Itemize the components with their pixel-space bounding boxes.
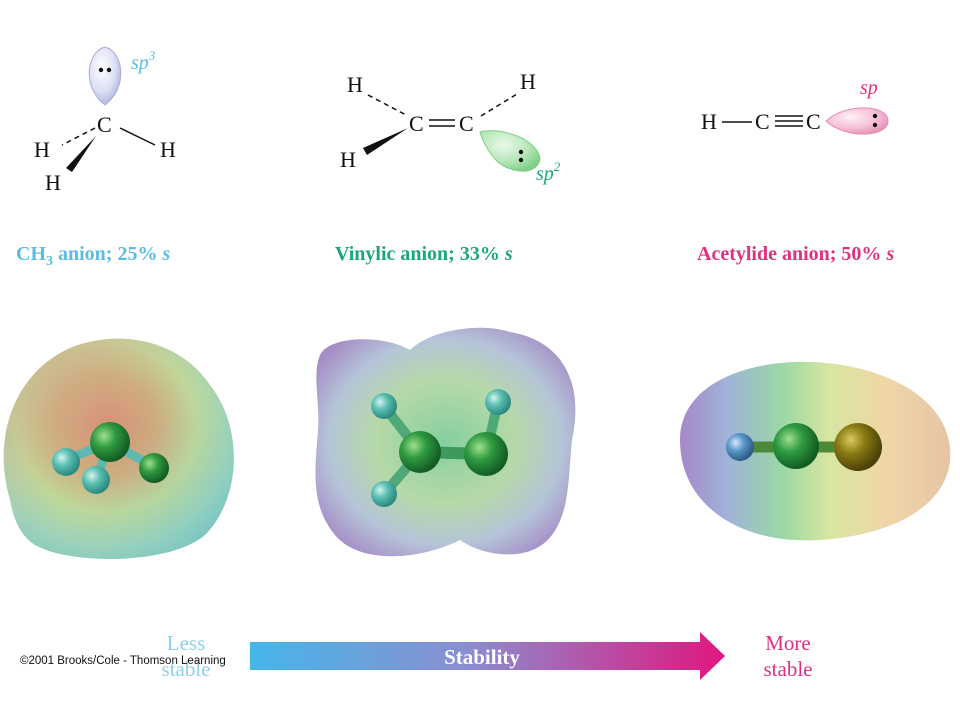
- vinyl-orbital-label: sp2: [536, 159, 561, 185]
- vinyl-carbon-1: C: [409, 111, 424, 136]
- sp2-orbital-lobe: [479, 130, 541, 172]
- methyl-orbital-label: sp3: [131, 48, 156, 74]
- vinyl-hydrogen-top-right: H: [520, 69, 536, 94]
- vinyl-carbon-2: C: [459, 111, 474, 136]
- methyl-hydrogen-front: H: [45, 170, 61, 195]
- stability-arrow: Stability: [250, 632, 725, 680]
- acetylide-carbon-1: C: [755, 109, 770, 134]
- sp-orbital-lobe: [825, 107, 889, 135]
- methyl-anion-structure: sp3 C H H H: [34, 46, 176, 195]
- acetylide-caption: Acetylide anion; 50% s: [697, 243, 894, 265]
- vinylic-caption: Vinylic anion; 33% s: [335, 243, 513, 265]
- vinylic-anion-structure: H H H C C sp2: [340, 69, 561, 185]
- methyl-potential-map: [3, 338, 234, 559]
- acetylide-anion-structure: sp H C C: [701, 77, 889, 135]
- copyright-notice: ©2001 Brooks/Cole - Thomson Learning: [20, 655, 226, 667]
- sp3-orbital-lobe: [88, 46, 122, 106]
- acetylide-potential-map: [680, 361, 951, 541]
- vinyl-hydrogen-top-left: H: [347, 72, 363, 97]
- methyl-caption: CH3 anion; 25% s: [16, 243, 170, 269]
- acetylide-orbital-label: sp: [860, 77, 878, 99]
- vinylic-potential-map: [315, 327, 576, 557]
- methyl-hydrogen-left: H: [34, 137, 50, 162]
- methyl-carbon: C: [97, 112, 112, 137]
- less-stable-line2: stable: [162, 657, 211, 681]
- acetylide-carbon-2: C: [806, 109, 821, 134]
- vinyl-hydrogen-bottom-left: H: [340, 147, 356, 172]
- stability-label: Stability: [444, 645, 520, 669]
- less-stable-line1: Less: [167, 631, 206, 655]
- more-stable-line1: More: [765, 631, 811, 655]
- acetylide-hydrogen: H: [701, 109, 717, 134]
- methyl-hydrogen-right: H: [160, 137, 176, 162]
- more-stable-line2: stable: [764, 657, 813, 681]
